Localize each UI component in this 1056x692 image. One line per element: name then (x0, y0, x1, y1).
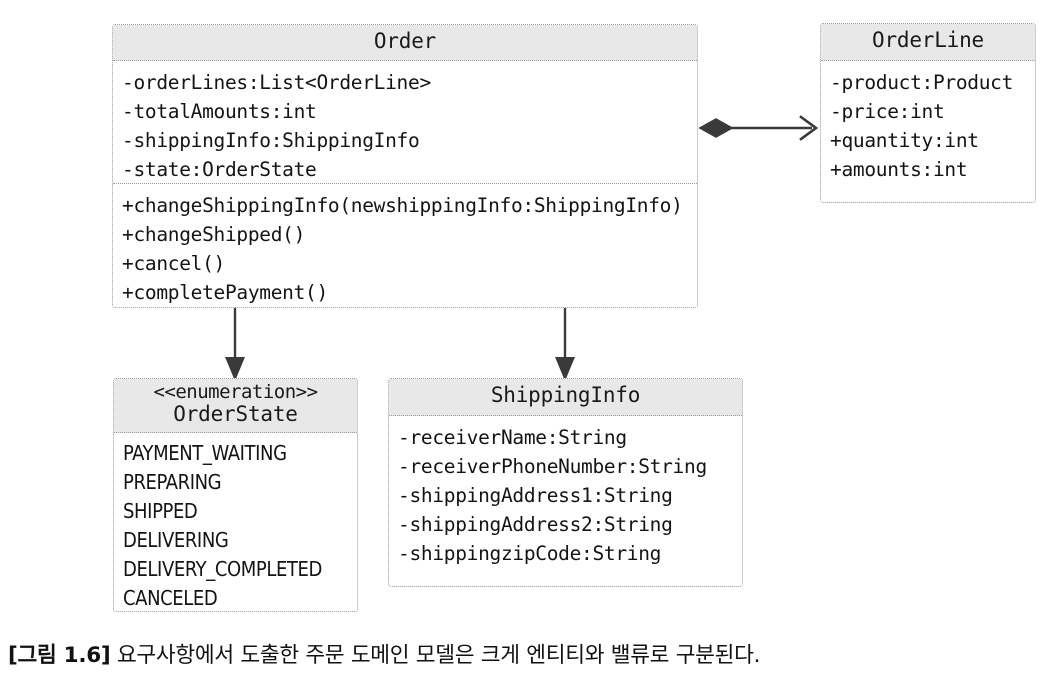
attribute-row: -shippingAddress2:String (398, 513, 673, 536)
enum-value-row: PAYMENT_WAITING (123, 441, 287, 465)
attribute-row: +amounts:int (830, 158, 968, 181)
class-header-order: Order (113, 25, 697, 61)
class-box-orderline[interactable]: OrderLine -product:Product -price:int +q… (820, 23, 1036, 203)
figure-caption: [그림 1.6] 요구사항에서 도출한 주문 도메인 모델은 크게 엔티티와 밸… (8, 641, 1048, 671)
association-order-to-orderstate (225, 308, 245, 381)
enum-value-row: DELIVERY_COMPLETED (123, 557, 322, 581)
attributes-compartment-shippinginfo: -receiverName:String -receiverPhoneNumbe… (389, 416, 742, 587)
attribute-row: -shippingzipCode:String (398, 542, 662, 565)
enum-value-row: CANCELED (123, 586, 218, 610)
attribute-row: -state:OrderState (122, 158, 317, 181)
values-compartment-orderstate: PAYMENT_WAITING PREPARING SHIPPED DELIVE… (114, 433, 357, 613)
class-header-shippinginfo: ShippingInfo (389, 379, 742, 416)
method-row: +changeShippingInfo(newshippingInfo:Ship… (122, 194, 683, 217)
attribute-row: -shippingInfo:ShippingInfo (122, 129, 420, 152)
class-name-orderstate: OrderState (173, 402, 298, 427)
attribute-row: -receiverName:String (398, 426, 627, 449)
enum-value-row: PREPARING (123, 470, 222, 494)
method-row: +completePayment() (122, 281, 328, 304)
method-row: +cancel() (122, 252, 225, 275)
attributes-compartment-order: -orderLines:List<OrderLine> -totalAmount… (113, 61, 697, 183)
attributes-compartment-orderline: -product:Product -price:int +quantity:in… (821, 61, 1035, 203)
figure-caption-text: 요구사항에서 도출한 주문 도메인 모델은 크게 엔티티와 밸류로 구분된다. (116, 643, 761, 668)
class-box-order[interactable]: Order -orderLines:List<OrderLine> -total… (112, 24, 698, 308)
attribute-row: -orderLines:List<OrderLine> (122, 71, 431, 94)
enum-value-row: SHIPPED (123, 499, 198, 523)
class-header-orderstate: <<enumeration>> OrderState (114, 379, 357, 433)
open-arrow-icon (799, 115, 819, 141)
attribute-row: -price:int (830, 100, 945, 123)
attribute-row: -product:Product (830, 71, 1014, 94)
composition-order-to-orderline (698, 115, 819, 141)
methods-compartment-order: +changeShippingInfo(newshippingInfo:Ship… (113, 183, 697, 308)
attribute-row: -totalAmounts:int (122, 100, 317, 123)
class-name-shippinginfo: ShippingInfo (490, 383, 641, 407)
stereotype-enumeration: <<enumeration>> (153, 381, 318, 403)
class-box-shippinginfo[interactable]: ShippingInfo -receiverName:String -recei… (388, 378, 743, 587)
class-name-orderline: OrderLine (872, 28, 984, 52)
attribute-row: -receiverPhoneNumber:String (398, 455, 707, 478)
class-box-orderstate[interactable]: <<enumeration>> OrderState PAYMENT_WAITI… (113, 378, 358, 612)
method-row: +changeShipped() (122, 223, 306, 246)
figure-number: [그림 1.6] (8, 643, 111, 668)
association-order-to-shippinginfo (555, 308, 575, 381)
class-header-orderline: OrderLine (821, 24, 1035, 61)
attribute-row: -shippingAddress1:String (398, 484, 673, 507)
filled-diamond-icon (698, 118, 734, 138)
enum-value-row: DELIVERING (123, 528, 229, 552)
attribute-row: +quantity:int (830, 129, 979, 152)
class-name-order: Order (373, 29, 437, 53)
